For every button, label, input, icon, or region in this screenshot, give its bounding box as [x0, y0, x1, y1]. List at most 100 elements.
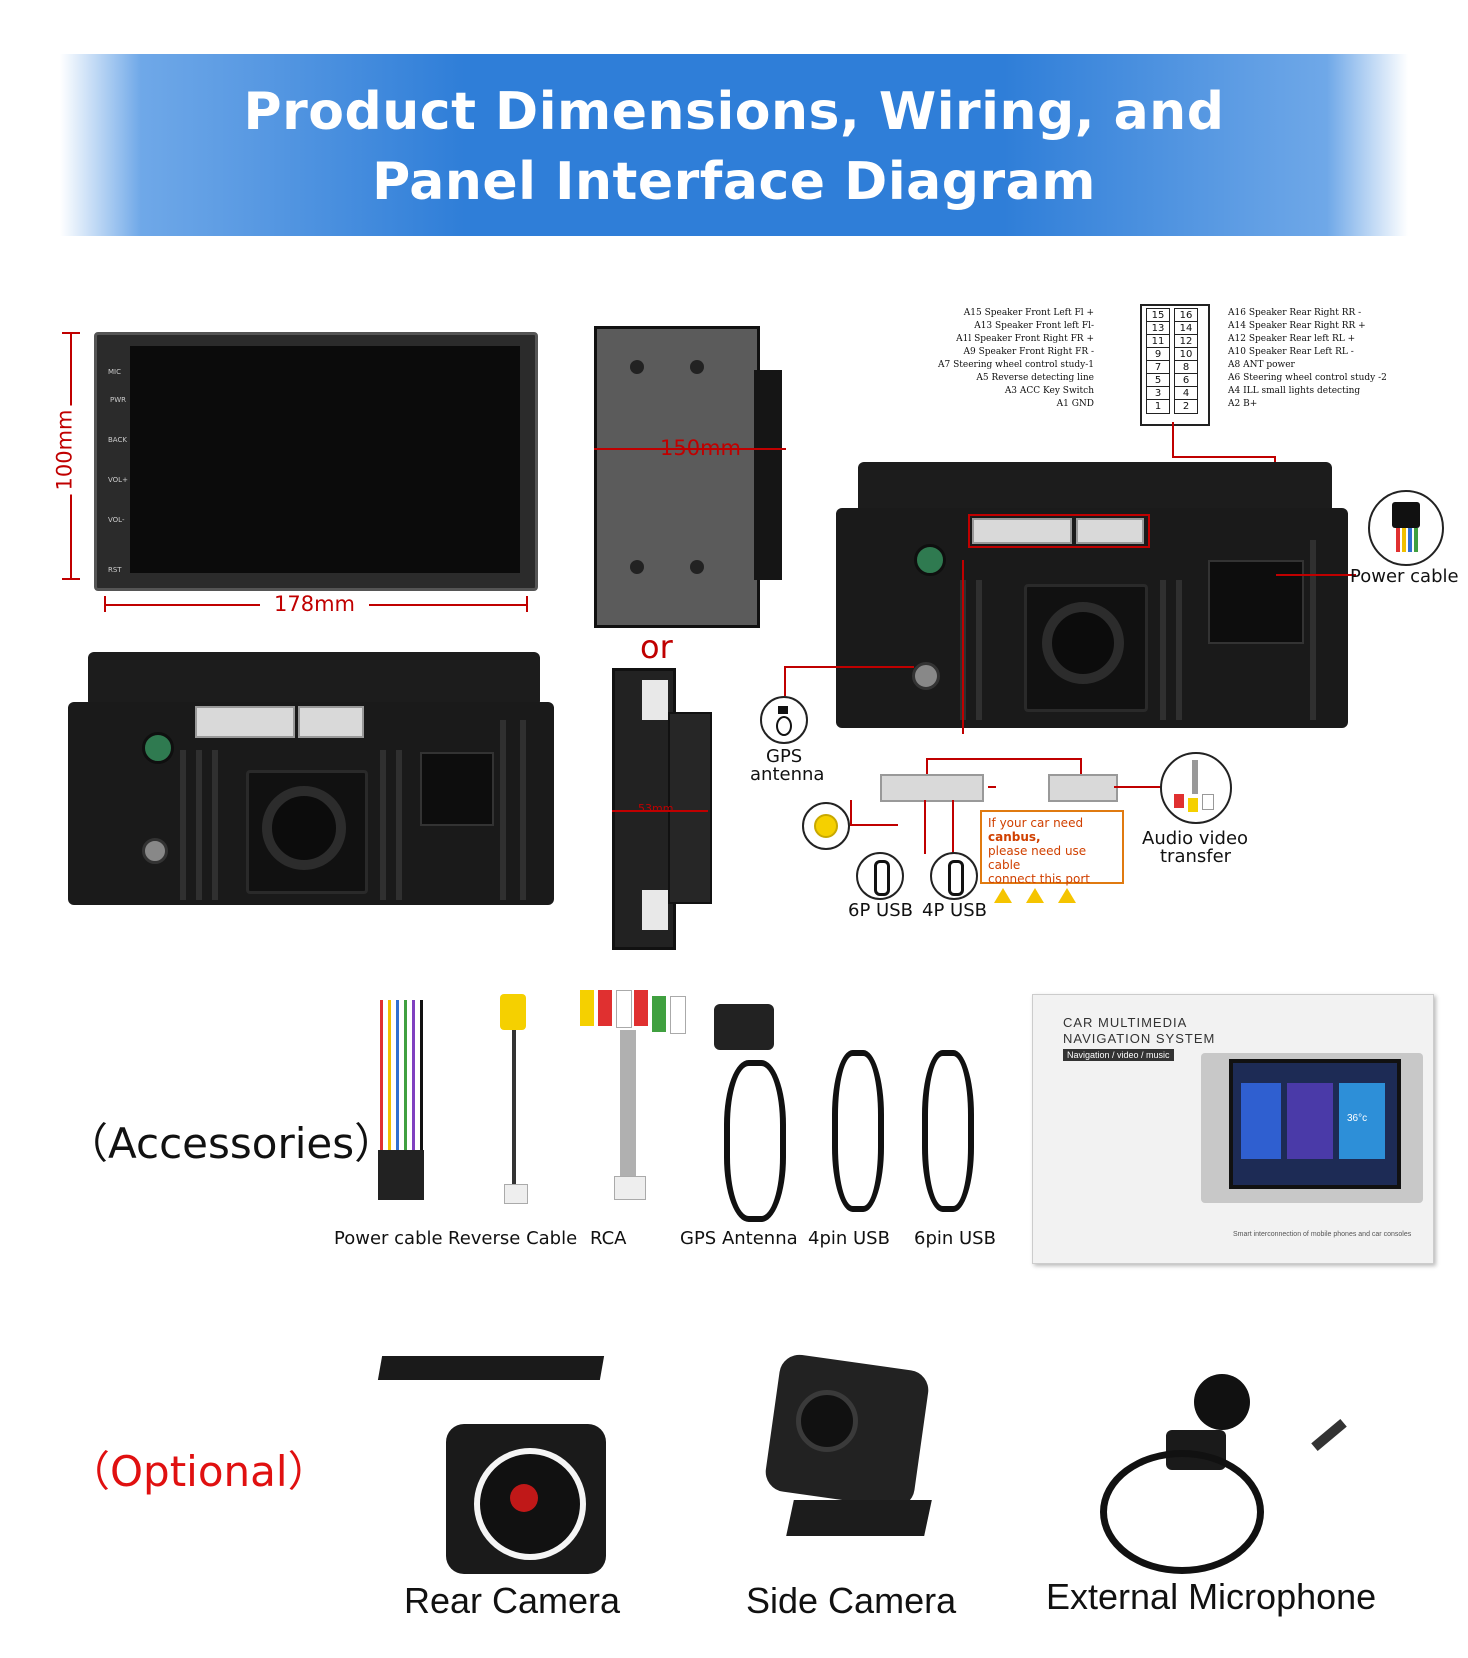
fan-blades-2	[1042, 602, 1124, 684]
heat-fin	[1160, 580, 1166, 720]
wire-line	[1276, 574, 1356, 576]
wire-line	[850, 800, 852, 826]
mic-label: MIC	[108, 368, 121, 376]
microphone-jack	[1311, 1418, 1347, 1452]
heat-fin	[180, 750, 186, 900]
gps-cable-coil	[724, 1060, 786, 1222]
rear-camera-bracket	[377, 1356, 605, 1380]
av-label-1: Audio video	[1142, 828, 1249, 849]
av-label-2: transfer	[1160, 846, 1232, 867]
rear-camera-lens	[510, 1484, 538, 1512]
wire-line	[926, 758, 928, 774]
accessories-heading: （Accessories）	[66, 1119, 397, 1168]
width-dimension-cap-right	[526, 596, 528, 612]
wire-line	[1114, 786, 1170, 788]
box-footer: Smart interconnection of mobile phones a…	[1233, 1231, 1412, 1238]
pin-label: A15 Speaker Front Left Fl +	[963, 308, 1094, 318]
side-bracket-wide	[594, 326, 760, 628]
pin-label: A8 ANT power	[1228, 360, 1295, 370]
accessory-label-gps-antenna: GPS Antenna	[680, 1228, 798, 1249]
reverse-cable-image	[494, 994, 534, 1208]
screw-hole	[690, 360, 704, 374]
pin-label: A6 Steering wheel control study -2	[1228, 373, 1387, 383]
external-microphone-label: External Microphone	[1046, 1576, 1377, 1617]
heat-fin	[1310, 540, 1316, 720]
accessory-label-rca: RCA	[590, 1228, 627, 1249]
usb4-label: 4P USB	[922, 900, 987, 921]
pin-label: A10 Speaker Rear Left RL -	[1228, 347, 1354, 357]
microphone-head	[1194, 1374, 1250, 1430]
power-socket	[1208, 560, 1304, 644]
slim-bracket-tab	[642, 680, 668, 720]
usb4-cable-image	[832, 1050, 884, 1212]
usb6-label: 6P USB	[848, 900, 913, 921]
pin-label: A12 Speaker Rear left RL +	[1228, 334, 1356, 344]
accessory-label-power-cable: Power cable	[334, 1228, 443, 1249]
canbus-text-bold: canbus,	[988, 830, 1041, 844]
pin-number: 10	[1174, 347, 1198, 362]
reset-label: RST	[108, 566, 122, 574]
box-screen-temp: 36°c	[1347, 1113, 1368, 1124]
accessory-label-reverse-cable: Reverse Cable	[448, 1228, 578, 1249]
pin-number: 2	[1174, 399, 1198, 414]
box-tagline: Navigation / video / music	[1063, 1049, 1174, 1061]
box-title-1: CAR MULTIMEDIA	[1063, 1015, 1188, 1030]
av-connector	[1048, 774, 1118, 802]
warning-icon	[1025, 888, 1044, 903]
gps-socket-2	[912, 662, 940, 690]
pin-label: A13 Speaker Front left Fl-	[974, 321, 1094, 331]
width-label: 178mm	[260, 592, 369, 616]
heat-fin	[1176, 580, 1182, 720]
screw-hole	[690, 560, 704, 574]
slim-bracket-body	[668, 712, 712, 904]
aux-connector-2	[1076, 518, 1144, 544]
title-banner	[60, 54, 1408, 236]
gps-antenna-socket	[142, 838, 168, 864]
aux-connector	[298, 706, 364, 738]
warning-icon	[994, 888, 1012, 903]
canbus-text-1: If your car need	[988, 816, 1084, 830]
power-harness-image	[374, 1000, 434, 1210]
pin-label: A1l Speaker Front Right FR +	[956, 334, 1094, 344]
depth-label: 150mm	[660, 436, 741, 460]
radio-antenna-port-2	[914, 544, 946, 576]
touch-screen	[130, 346, 520, 573]
canbus-warning-box: If your car need canbus, please need use…	[980, 810, 1124, 903]
radio-antenna-port	[142, 732, 174, 764]
rear-camera-label: Rear Camera	[404, 1580, 621, 1621]
pin-number: 9	[1146, 347, 1170, 362]
rca-cable-image	[580, 990, 690, 1208]
width-dimension-cap-left	[104, 596, 106, 612]
usb4-cable-icon	[930, 852, 978, 900]
pin-number: 1	[1146, 399, 1170, 414]
pin-label: A5 Reverse detecting line	[976, 373, 1094, 383]
heat-fin	[520, 720, 526, 900]
side-camera-label: Side Camera	[746, 1580, 957, 1621]
warning-icon	[1057, 888, 1076, 903]
accessory-label-4pin-usb: 4pin USB	[808, 1228, 890, 1249]
bracket-edge	[754, 370, 782, 580]
pin-label: A3 ACC Key Switch	[1004, 386, 1094, 396]
gps-antenna-icon	[760, 696, 808, 744]
pin-label: A1 GND	[1056, 399, 1094, 409]
pin-label: A7 Steering wheel control study-1	[938, 360, 1094, 370]
wire-line	[784, 666, 786, 696]
pin-label: A4 ILL small lights detecting	[1228, 386, 1361, 396]
screw-hole	[630, 360, 644, 374]
optional-heading: （Optional）	[68, 1447, 330, 1496]
box-screen-image: 36°c	[1229, 1059, 1401, 1189]
wire-line	[850, 824, 898, 826]
side-camera-lens	[796, 1390, 858, 1452]
vol-up-label: VOL+	[108, 476, 128, 484]
back-unit-top-plate-2	[858, 462, 1332, 514]
rca-video-icon	[802, 802, 850, 850]
wire-line	[784, 666, 914, 668]
side-camera-bracket	[786, 1500, 932, 1536]
heat-fin	[196, 750, 202, 900]
usb6-cable-icon	[856, 852, 904, 900]
canbus-text-2: please need use cable	[988, 844, 1087, 872]
slim-bracket-tab	[642, 890, 668, 930]
slim-depth-label: 53mm	[638, 802, 674, 815]
height-dimension-cap-bottom	[62, 578, 80, 580]
wire-line	[988, 786, 996, 788]
